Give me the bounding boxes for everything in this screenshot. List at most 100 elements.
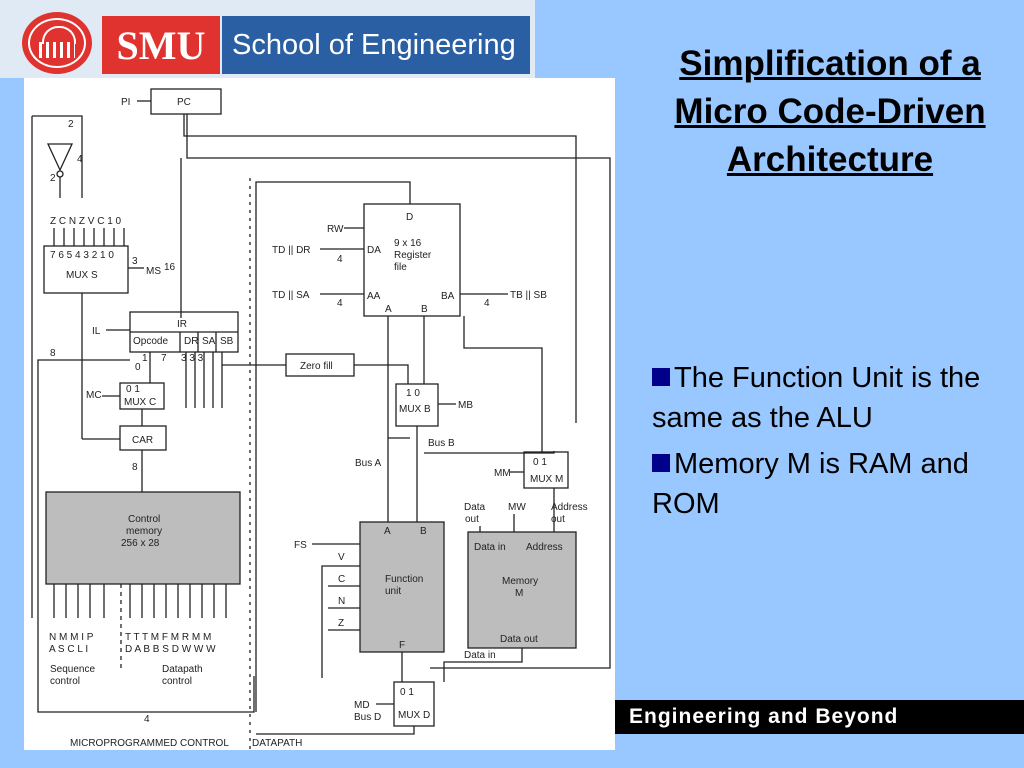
- diagram-label: A: [384, 526, 391, 537]
- pc-label: PC: [177, 97, 191, 108]
- diagram-label: Data in: [474, 542, 506, 553]
- diagram-label: Data out: [500, 634, 538, 645]
- diagram-label: 256 x 28: [121, 538, 160, 549]
- diagram-label: Data: [464, 502, 486, 513]
- mux-m: [523, 451, 569, 489]
- mux-s: [43, 245, 129, 294]
- slide-title: Simplification of a Micro Code-Driven Ar…: [674, 44, 986, 179]
- square-bullet-icon: [652, 454, 670, 472]
- diagram-label: Function: [385, 574, 423, 585]
- diagram-label: control: [162, 676, 192, 687]
- diagram-label: MUX C: [124, 397, 156, 408]
- diagram-label: MUX B: [399, 404, 431, 415]
- diagram-label: 0 1: [126, 384, 140, 395]
- diagram-label: Bus D: [354, 712, 381, 723]
- diagram-label: MM: [494, 468, 511, 479]
- diagram-label: 1: [142, 353, 148, 364]
- bullet-item: The Function Unit is the same as the ALU: [652, 362, 981, 434]
- diagram-label: MB: [458, 400, 473, 411]
- bullet-item: Memory M is RAM and ROM: [652, 448, 969, 520]
- car-register: [119, 425, 167, 451]
- footer-banner: Engineering and Beyond: [615, 700, 1024, 734]
- diagram-label: M: [515, 588, 523, 599]
- diagram-label: V: [338, 552, 345, 563]
- diagram-label: Data in: [464, 650, 496, 661]
- diagram-label: RW: [327, 224, 344, 235]
- diagram-label: 16: [164, 262, 176, 273]
- diagram-label: Memory: [502, 576, 538, 587]
- diagram-label: 4: [77, 154, 83, 165]
- diagram-label: Bus B: [428, 438, 455, 449]
- microprogrammed-control-label: MICROPROGRAMMED CONTROL: [70, 738, 229, 749]
- diagram-label: TD || DR: [272, 245, 311, 256]
- diagram-label: 7 6 5 4 3 2 1 0: [50, 250, 114, 261]
- diagram-label: 0 1: [533, 457, 547, 468]
- diagram-label: A: [385, 304, 392, 315]
- diagram-label: Bus A: [355, 458, 381, 469]
- diagram-label: IL: [92, 326, 101, 337]
- diagram-label: C: [338, 574, 345, 585]
- diagram-label: DR: [184, 336, 198, 347]
- diagram-label: 3: [132, 256, 138, 267]
- diagram-label: B: [421, 304, 428, 315]
- diagram-label: MS: [146, 266, 161, 277]
- square-bullet-icon: [652, 368, 670, 386]
- diagram-label: 9 x 16: [394, 238, 422, 249]
- diagram-label: 8: [132, 462, 138, 473]
- diagram-label: 2: [68, 119, 74, 130]
- diagram-label: TD || SA: [272, 290, 310, 301]
- diagram-label: Zero fill: [300, 361, 333, 372]
- diagram-label: Datapath: [162, 664, 203, 675]
- control-memory: [45, 491, 241, 585]
- smu-seal-icon: [22, 12, 92, 74]
- architecture-diagram: PI PC 2 4 2 Z C N Z V C 1 0 7 6 5 4 3 2 …: [24, 78, 615, 750]
- diagram-label: Z: [338, 618, 344, 629]
- diagram-label: 8: [50, 348, 56, 359]
- diagram-label: file: [394, 262, 407, 273]
- diagram-label: 4: [484, 298, 490, 309]
- diagram-label: 2: [50, 173, 56, 184]
- diagram-label: AA: [367, 291, 381, 302]
- school-name: School of Engineering: [222, 16, 530, 74]
- diagram-label: N M M I P: [49, 632, 94, 643]
- diagram-label: 4: [337, 254, 343, 265]
- diagram-label: Address: [526, 542, 563, 553]
- diagram-label: CAR: [132, 435, 153, 446]
- bullet-list: The Function Unit is the same as the ALU…: [652, 358, 1012, 530]
- register-file: [363, 203, 461, 317]
- datapath-label: DATAPATH: [252, 738, 302, 749]
- diagram-label: out: [465, 514, 479, 525]
- smu-logo-text: SMU: [102, 16, 220, 74]
- diagram-label: TB || SB: [510, 290, 547, 301]
- diagram-label: Register: [394, 250, 432, 261]
- diagram-label: MD: [354, 700, 370, 711]
- logo-banner: SMU School of Engineering: [0, 0, 535, 78]
- diagram-label: 0: [135, 362, 141, 373]
- pi-label: PI: [121, 97, 130, 108]
- diagram-label: FS: [294, 540, 307, 551]
- diagram-label: control: [50, 676, 80, 687]
- diagram-label: MC: [86, 390, 102, 401]
- diagram-label: Control: [128, 514, 160, 525]
- diagram-label: 7: [161, 353, 167, 364]
- diagram-label: Opcode: [133, 336, 168, 347]
- diagram-label: BA: [441, 291, 455, 302]
- diagram-label: F: [399, 640, 405, 651]
- diagram-label: IR: [177, 319, 187, 330]
- diagram-label: MW: [508, 502, 526, 513]
- diagram-label: D: [406, 212, 413, 223]
- diagram-label: MUX D: [398, 710, 430, 721]
- diagram-label: 4: [144, 714, 150, 725]
- function-unit: [359, 521, 445, 653]
- diagram-label: 0 1: [400, 687, 414, 698]
- diagram-label: DA: [367, 245, 381, 256]
- diagram-label: out: [551, 514, 565, 525]
- flags-label: Z C N Z V C 1 0: [50, 216, 122, 227]
- diagram-label: MUX M: [530, 474, 563, 485]
- diagram-label: memory: [126, 526, 162, 537]
- diagram-label: A S C L I: [49, 644, 88, 655]
- diagram-label: SB: [220, 336, 234, 347]
- diagram-label: 1 0: [406, 388, 420, 399]
- diagram-label: SA: [202, 336, 216, 347]
- diagram-label: Address: [551, 502, 588, 513]
